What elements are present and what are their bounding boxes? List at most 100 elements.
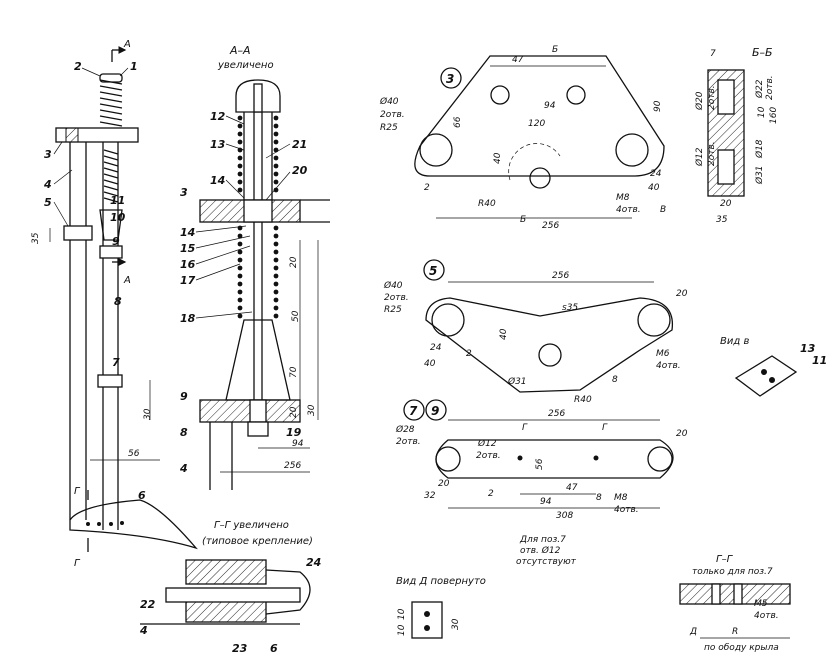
p79-note-2: отв. Ø12	[520, 545, 561, 556]
section-gg-view: Г–Г увеличено (типовое крепление) 24 22 …	[139, 520, 321, 655]
dim-aa-20: 20	[289, 256, 299, 268]
spring-coil-section	[273, 187, 279, 193]
bb-dim-20: 20	[720, 199, 732, 209]
p5-m6-count: 4отв.	[656, 361, 681, 371]
spring-coil-section	[237, 139, 243, 145]
gg7-m5: M5	[754, 599, 768, 609]
spring-coil-section	[273, 265, 279, 271]
callout-4c: 4	[139, 624, 148, 637]
callout-24: 24	[306, 556, 321, 569]
spring-coil-section	[237, 249, 243, 255]
callout-4: 4	[43, 178, 52, 191]
callout-6b: 6	[270, 642, 278, 655]
dim-aa-30: 30	[307, 404, 317, 416]
part-3-number: 3	[446, 72, 454, 86]
part-5-view: 5 256 Ø40 2отв. R25 s35 20 40 24 40 2 Ø3…	[383, 259, 688, 405]
part-5-number: 5	[429, 264, 437, 278]
view-d-dim-10a: 10	[397, 608, 407, 620]
bb-phi12-count: 2отв.	[707, 141, 717, 166]
dim-aa-256: 256	[284, 461, 301, 471]
p79-note-1: Для поз.7	[519, 535, 566, 545]
spring-coil-section	[273, 257, 279, 263]
callout-10: 10	[110, 211, 126, 224]
section-a-bottom-label: A	[123, 275, 131, 286]
p3-dim-40: 40	[493, 152, 503, 164]
section-bb-view: Б–Б 7 Ø20 2отв. Ø22 2отв. 10 160 Ø12 2от…	[694, 46, 779, 225]
callout-9: 9	[112, 235, 120, 248]
part-9-number: 9	[431, 404, 439, 418]
spring-coil-section	[273, 233, 279, 239]
gg7-note: по ободу крыла	[704, 643, 779, 653]
p79-phi12: Ø12	[477, 438, 497, 449]
p5-r25: R25	[384, 305, 402, 315]
spring-coil-section	[237, 115, 243, 121]
p79-phi28-count: 2отв.	[396, 437, 421, 447]
spring-coil-section	[273, 155, 279, 161]
bb-phi18: Ø18	[754, 139, 765, 159]
bolt-head-24	[265, 569, 311, 615]
p3-dim-120: 120	[528, 119, 545, 129]
callout-11: 11	[110, 194, 125, 207]
callout-9b: 9	[180, 390, 188, 403]
p5-phi31: Ø31	[507, 376, 527, 387]
section-a-top-label: A	[123, 39, 131, 50]
section-gg-subtitle: (типовое крепление)	[202, 536, 313, 547]
spring-coil-section	[237, 273, 243, 279]
callout-23: 23	[232, 642, 248, 655]
collar-9	[99, 245, 123, 259]
view-v-callout-11: 11	[812, 354, 827, 367]
p3-dim-2: 2	[424, 183, 430, 193]
spring-coil-section	[237, 123, 243, 129]
dim-aa-94: 94	[292, 439, 304, 449]
callout-17: 17	[180, 274, 196, 287]
spring-coil-section	[273, 297, 279, 303]
p3-b-bottom: Б	[520, 215, 526, 225]
p79-phi28: Ø28	[395, 424, 415, 435]
p3-dim-47: 47	[512, 55, 524, 65]
spring-coil-section	[273, 289, 279, 295]
bb-phi12: Ø12	[694, 147, 705, 167]
p5-phi40-count: 2отв.	[384, 293, 409, 303]
p79-phi12-count: 2отв.	[476, 451, 501, 461]
callout-21: 21	[292, 138, 307, 151]
p3-r40: R40	[478, 199, 496, 209]
callout-3b: 3	[180, 186, 188, 199]
spring-coil-section	[237, 171, 243, 177]
gg7-d-mark: Д	[689, 627, 697, 637]
bolt-22	[165, 587, 301, 603]
clamp-5	[63, 225, 93, 241]
callout-8b: 8	[180, 426, 188, 439]
p79-dim-2: 2	[488, 489, 494, 499]
section-aa-title: А–А	[229, 44, 251, 57]
p79-dim-47: 47	[566, 483, 578, 493]
bb-dim-160: 160	[769, 107, 779, 124]
callout-3: 3	[44, 148, 52, 161]
p79-dim-8: 8	[596, 493, 602, 503]
spring-coil-section	[237, 289, 243, 295]
callout-22: 22	[140, 598, 156, 611]
bb-dim-7: 7	[710, 49, 716, 59]
spring-coil-section	[273, 115, 279, 121]
p3-dim-94: 94	[544, 101, 556, 111]
callout-2: 2	[74, 60, 82, 73]
p3-b-top: Б	[552, 45, 558, 55]
callout-18: 18	[180, 312, 196, 325]
callout-14b: 14	[180, 226, 195, 239]
section-gg7-subtitle: только для поз.7	[692, 567, 773, 577]
section-bb-title: Б–Б	[752, 46, 773, 59]
spring-coil-section	[273, 123, 279, 129]
spring-coil-section	[237, 241, 243, 247]
callout-14a: 14	[210, 174, 225, 187]
bb-dim-35: 35	[716, 215, 728, 225]
clamp-7	[97, 374, 123, 388]
section-g-bottom-label: Г	[74, 558, 81, 569]
gg7-m5-count: 4отв.	[754, 611, 779, 621]
p79-dim-256: 256	[548, 409, 565, 419]
dim-35: 35	[31, 232, 41, 244]
p3-dim-40b: 40	[648, 183, 660, 193]
p5-r40: R40	[574, 395, 592, 405]
p3-dim-256: 256	[542, 221, 559, 231]
p3-v-mark: В	[660, 205, 666, 215]
p5-dim-40: 40	[499, 328, 509, 340]
